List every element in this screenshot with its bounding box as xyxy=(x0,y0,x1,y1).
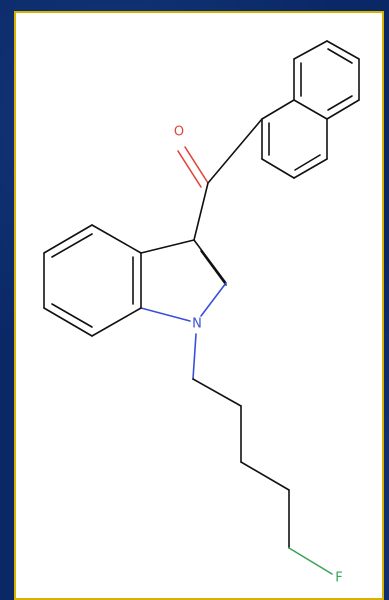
double-bond-inner xyxy=(327,95,353,111)
molecule-canvas: O N xyxy=(14,11,384,600)
double-bond-inner xyxy=(51,233,93,258)
bond xyxy=(193,239,227,284)
bond xyxy=(261,99,295,120)
bond xyxy=(293,40,328,60)
fluorine-atom-label: F xyxy=(335,571,342,586)
carbonyl-bond xyxy=(184,146,209,184)
bond xyxy=(293,158,328,179)
carbonyl-bond xyxy=(177,150,202,188)
double-bond-inner xyxy=(51,303,93,328)
bond xyxy=(261,158,295,179)
bond xyxy=(192,333,197,380)
bond xyxy=(200,282,227,317)
oxygen-atom-label: O xyxy=(174,125,184,140)
bond xyxy=(207,118,263,184)
bond xyxy=(91,224,142,254)
molecule-structure: O N xyxy=(43,40,360,586)
bond xyxy=(293,99,328,120)
bond xyxy=(326,40,360,60)
bond xyxy=(288,547,333,575)
bond xyxy=(192,378,242,407)
bond xyxy=(193,182,209,241)
bond xyxy=(140,239,195,254)
bond xyxy=(43,307,93,337)
bond xyxy=(326,99,360,120)
double-bond-inner xyxy=(294,154,321,171)
bond xyxy=(91,307,142,337)
double-bond-inner xyxy=(327,48,353,64)
bond xyxy=(240,461,290,491)
bond xyxy=(140,307,191,322)
double-bond-inner xyxy=(200,250,227,286)
nitrogen-atom-label: N xyxy=(192,317,202,332)
bond xyxy=(43,224,93,254)
